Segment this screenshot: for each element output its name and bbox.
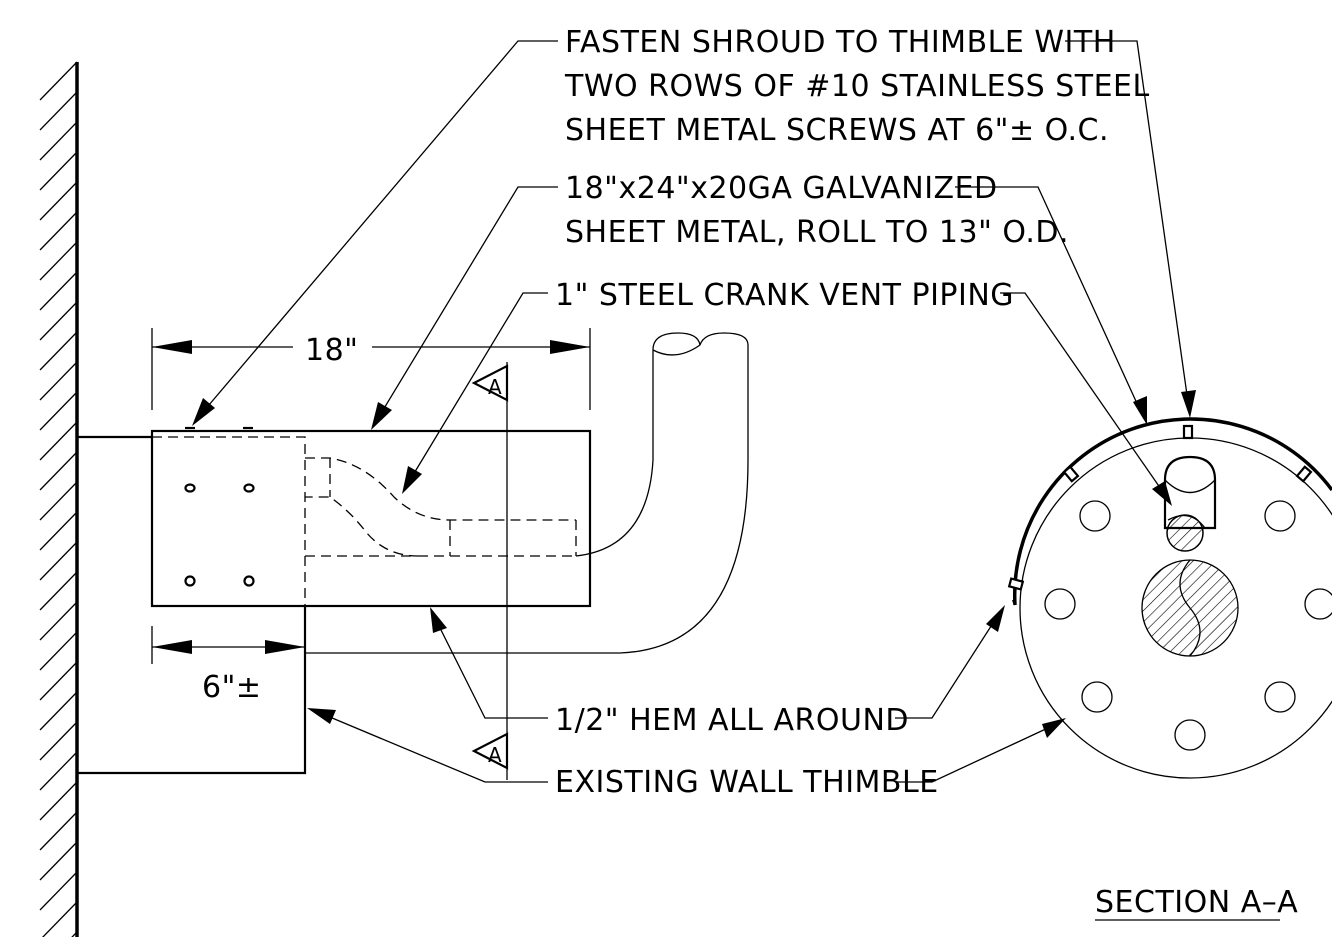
screw-hole [184,483,196,493]
section-marker-top: A [488,375,502,399]
wall-hatch-line [39,781,78,821]
wall-hatch-line [39,151,78,191]
note-fasten-line1: FASTEN SHROUD TO THIMBLE WITH [565,25,1116,60]
section-title-text: SECTION A–A [1095,885,1298,920]
dimension-length-label: 18" [305,333,358,368]
wall-hatch-line [39,841,78,881]
wall-hatch-line [39,721,78,761]
wall-hatch-line [39,271,78,311]
wall-hatch-line [39,181,78,221]
wall-hatch-line [39,361,78,401]
wall-hatch-line [39,331,78,371]
leaders [192,40,1196,783]
wall-hatch-line [39,631,78,671]
note-thimble: EXISTING WALL THIMBLE [555,765,939,800]
screw-hole [184,575,196,587]
wall-hatch-line [39,241,78,281]
wall [39,61,79,942]
note-fasten-line2: TWO ROWS OF #10 STAINLESS STEEL [564,69,1150,104]
wall-hatch-line [39,751,78,791]
section-a-a-view [1007,417,1332,779]
wall-hatch-line [39,211,78,251]
note-fasten-line3: SHEET METAL SCREWS AT 6"± O.C. [565,113,1109,148]
note-sheet-line2: SHEET METAL, ROLL TO 13" O.D. [565,215,1069,250]
note-hem: 1/2" HEM ALL AROUND [555,703,909,738]
wall-hatch-line [39,901,78,941]
wall-hatch-line [39,301,78,341]
screw-hole [243,483,255,493]
wall-hatch-line [39,571,78,611]
section-cut-line: A A [471,362,509,780]
notes: FASTEN SHROUD TO THIMBLE WITH TWO ROWS O… [555,25,1150,800]
wall-hatch-line [39,481,78,521]
dimension-overlap-label: 6"± [202,670,262,705]
vent-pipe-hidden [305,457,577,557]
wall-hatch-line [39,811,78,851]
section-title: SECTION A–A [1095,885,1298,921]
wall-hatch-line [39,421,78,461]
shroud-side [150,426,592,608]
wall-hatch-line [39,91,78,131]
wall-hatch-line [39,661,78,701]
note-sheet-line1: 18"x24"x20GA GALVANIZED [565,171,998,206]
dimension-overlap: 6"± [151,626,305,705]
wall-hatch-line [39,691,78,731]
wall-hatch-line [39,121,78,161]
dimension-length: 18" [151,328,591,410]
wall-hatch-line [39,601,78,641]
wall-hatch-line [39,871,78,911]
note-pipe: 1" STEEL CRANK VENT PIPING [555,278,1014,313]
wall-hatch-line [39,451,78,491]
screw-hole [243,575,255,587]
vent-pipe [305,332,749,654]
wall-hatch-line [39,511,78,551]
wall-thimble-side [77,435,307,775]
section-marker-bottom: A [488,743,502,767]
wall-hatch-line [39,391,78,431]
wall-hatch-line [39,541,78,581]
wall-hatch-line [39,61,78,101]
